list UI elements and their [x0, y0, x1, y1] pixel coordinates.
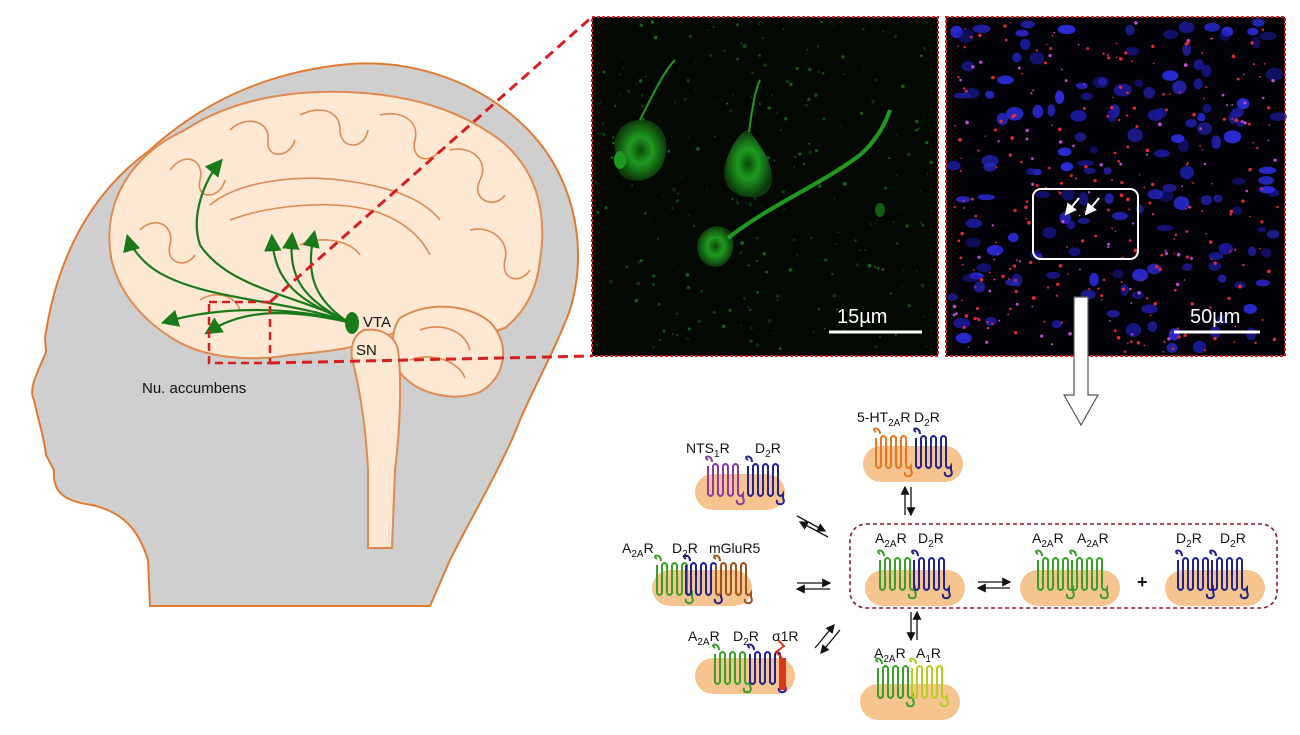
- d2-receptor-center: [911, 549, 951, 600]
- label-a2ar-sigma: A2AR: [688, 628, 720, 648]
- label-mglur5: mGluR5: [709, 540, 761, 556]
- ht2a-receptor: [873, 427, 913, 478]
- white-arrow-2: [1084, 197, 1100, 216]
- label-a2ar-center: A2AR: [875, 530, 907, 550]
- d2-receptor-homo-1: [1175, 549, 1215, 600]
- label-d2r-homo-1: D2R: [1176, 530, 1202, 550]
- white-arrow-1: [1064, 197, 1080, 216]
- a2a-receptor-homo-2: [1069, 549, 1109, 600]
- a2a-receptor-sigma: [712, 643, 752, 694]
- label-a2ar-mglur5: A2AR: [622, 540, 654, 560]
- nts1-receptor: [705, 455, 745, 506]
- label-d2r-nts: D2R: [755, 440, 781, 460]
- membrane-a2a-homomer: [1020, 570, 1120, 606]
- plus-sign: +: [1137, 572, 1148, 592]
- nucleus-accumbens-label: Nu. accumbens: [142, 380, 246, 397]
- label-5ht2ar: 5-HT2AR: [857, 409, 911, 429]
- zoom-line-bottom: [269, 354, 593, 365]
- vta-label: VTA: [363, 314, 391, 331]
- membrane-a2a-a1: [860, 684, 960, 720]
- sigma1-receptor: [774, 639, 786, 690]
- membrane-d2-homomer: [1165, 570, 1265, 606]
- label-sigma1r: σ1R: [772, 628, 799, 644]
- label-d2r-ht2a: D2R: [914, 409, 940, 429]
- a1-receptor: [909, 657, 949, 708]
- accumbens-box: [207, 300, 272, 365]
- label-a2ar-homo-1: A2AR: [1032, 530, 1064, 550]
- sn-label: SN: [356, 342, 377, 359]
- a2a-receptor-a1: [875, 657, 915, 708]
- label-d2r-mglur5: D2R: [672, 540, 698, 560]
- equilibrium-arrows: [795, 485, 1012, 655]
- d2-receptor-nts: [745, 455, 785, 506]
- micrograph-green: 15µm: [591, 16, 939, 357]
- micrograph-blue: 50µm: [945, 16, 1288, 357]
- label-a2ar-a1: A2AR: [874, 645, 906, 665]
- d2-receptor-ht2a: [913, 427, 953, 478]
- a2a-receptor-homo-1: [1035, 549, 1075, 600]
- inset-box: [1032, 188, 1139, 260]
- label-a2ar-homo-2: A2AR: [1077, 530, 1109, 550]
- label-nts1r: NTS1R: [686, 440, 730, 460]
- brain-illustration: VTA SN Nu. accumbens: [108, 15, 593, 549]
- zoom-line-top: [269, 15, 593, 304]
- central-heteromer-box: [849, 523, 1278, 609]
- label-a1r: A1R: [916, 645, 942, 665]
- label-d2r-homo-2: D2R: [1220, 530, 1246, 550]
- a2a-receptor-center: [877, 549, 917, 600]
- membrane-ht2a-d2: [863, 446, 963, 482]
- d2-receptor-homo-2: [1209, 549, 1249, 600]
- down-arrow: [1062, 296, 1100, 427]
- vta-nucleus: [345, 312, 359, 334]
- mglur5-receptor: [713, 554, 753, 605]
- scale-label-green: 15µm: [837, 306, 887, 328]
- scale-label-blue: 50µm: [1190, 306, 1240, 328]
- label-d2r-center: D2R: [918, 530, 944, 550]
- label-d2r-sigma: D2R: [733, 628, 759, 648]
